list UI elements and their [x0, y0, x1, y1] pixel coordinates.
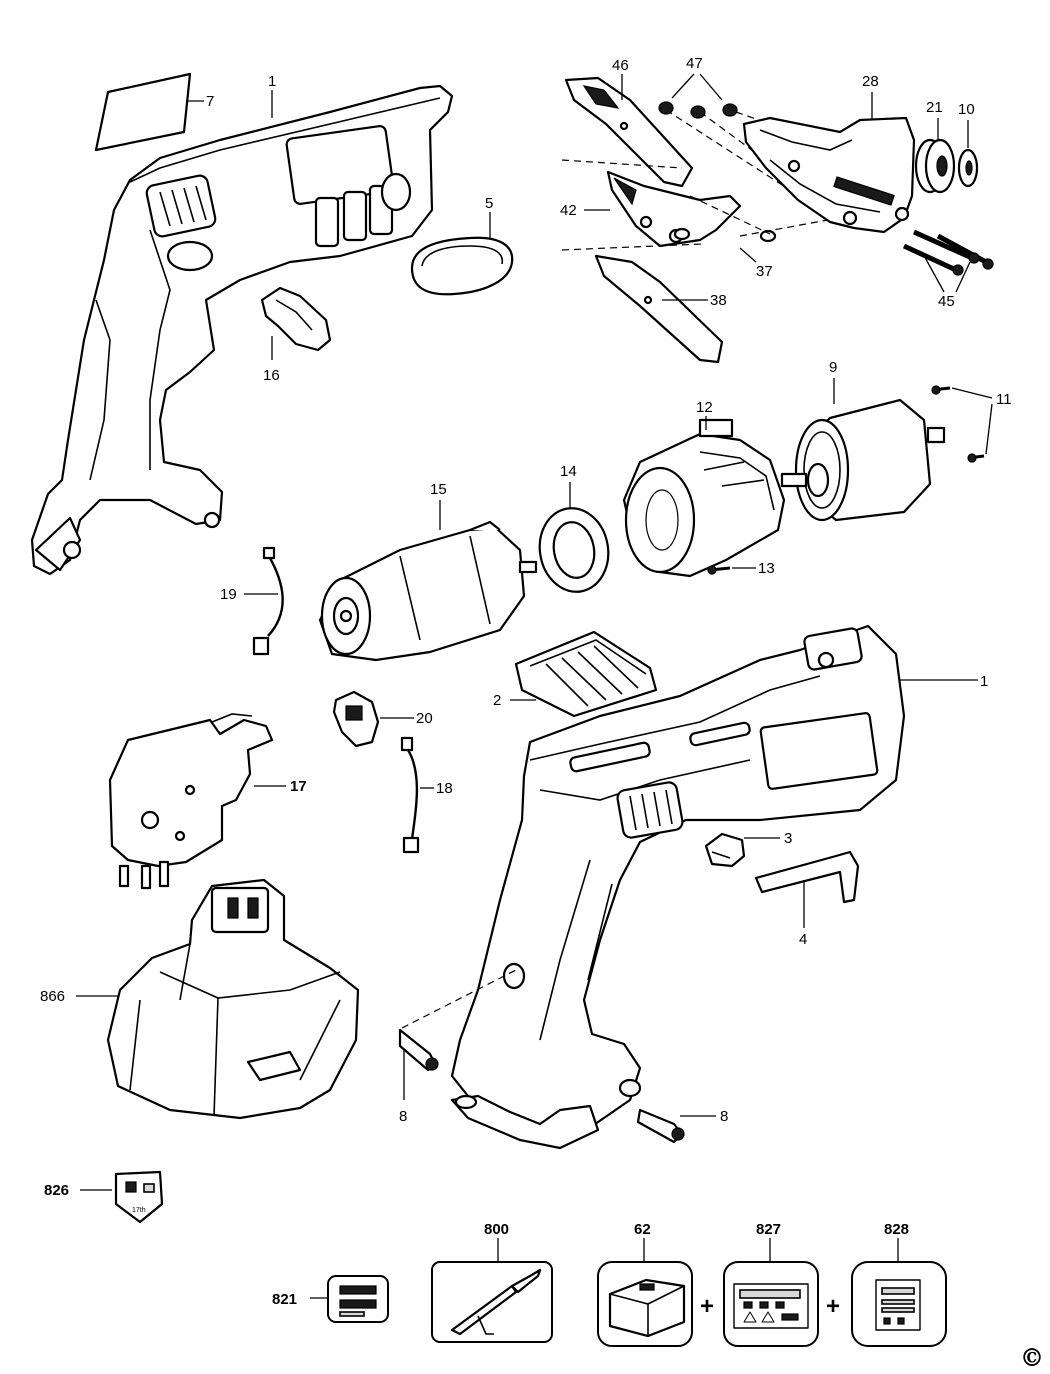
part-1-housing-right: 1: [450, 624, 988, 1150]
callout-10: 10: [958, 101, 975, 118]
part-45-screws: 45: [902, 229, 994, 310]
part-62-charger: 62: [597, 1221, 693, 1347]
part-15-motor: 15: [318, 481, 538, 662]
part-866-battery: 866: [40, 878, 360, 1120]
callout-7: 7: [206, 93, 214, 110]
callout-3: 3: [784, 830, 792, 847]
callout-46: 46: [612, 57, 629, 74]
callout-16: 16: [263, 367, 280, 384]
part-826-badge: 17th 826: [44, 1170, 164, 1224]
callout-8-right: 8: [720, 1108, 728, 1125]
callout-38: 38: [710, 292, 727, 309]
callout-28: 28: [862, 73, 879, 90]
callout-17: 17: [290, 778, 307, 795]
callout-800: 800: [484, 1221, 509, 1238]
part-10-washer: 10: [957, 101, 979, 188]
callout-8-left: 8: [399, 1108, 407, 1125]
callout-42: 42: [560, 202, 577, 219]
part-827-warning-label: 827: [723, 1221, 819, 1347]
callout-12: 12: [696, 399, 713, 416]
callout-1-top: 1: [268, 73, 276, 90]
callout-821: 821: [272, 1291, 297, 1308]
callout-62: 62: [634, 1221, 651, 1238]
part-7-label: 7: [94, 72, 214, 152]
part-21-nut: 21: [914, 99, 956, 194]
callout-18: 18: [436, 780, 453, 797]
part-4-hex-key: 4: [754, 850, 860, 948]
callout-15: 15: [430, 481, 447, 498]
callout-11: 11: [996, 391, 1012, 408]
badge-text: 17th: [132, 1207, 146, 1214]
part-9-gearbox: 9: [780, 359, 946, 522]
callout-4: 4: [799, 931, 807, 948]
part-828-rating-label: 828: [851, 1221, 947, 1347]
callout-45: 45: [938, 293, 955, 310]
callout-828: 828: [884, 1221, 909, 1238]
callout-826: 826: [44, 1182, 69, 1199]
callout-13: 13: [758, 560, 775, 577]
callout-9: 9: [829, 359, 837, 376]
part-19-wire: 19: [220, 546, 284, 656]
callout-37: 37: [756, 263, 773, 280]
callout-827: 827: [756, 1221, 781, 1238]
part-11-screws: 11: [931, 385, 1012, 463]
callout-20: 20: [416, 710, 433, 727]
plus-symbol: +: [700, 1293, 714, 1320]
part-800-tool: 800: [431, 1221, 553, 1343]
copyright-symbol: ©: [1020, 1343, 1044, 1372]
part-5-pad: 5: [410, 195, 514, 296]
part-16-clip: 16: [260, 286, 332, 384]
part-38-bottom-blade: 38: [594, 254, 727, 364]
part-8-screw-left: 8: [398, 969, 517, 1125]
part-20-brush-holder: 20: [332, 690, 433, 748]
part-8-screw-right: 8: [636, 1108, 728, 1144]
part-46-top-blade: 46: [564, 57, 694, 188]
part-13-screw: 13: [707, 560, 775, 577]
part-14-ring: 14: [538, 463, 610, 593]
callout-1-bottom: 1: [980, 673, 988, 690]
callout-19: 19: [220, 586, 237, 603]
callout-866: 866: [40, 988, 65, 1005]
callout-21: 21: [926, 99, 943, 116]
callout-14: 14: [560, 463, 577, 480]
callout-47: 47: [686, 55, 703, 72]
part-42-middle-blade: 42: [560, 170, 742, 248]
part-47-screws: 47: [658, 55, 738, 119]
part-37-pins: 37: [673, 227, 777, 280]
callout-5: 5: [485, 195, 493, 212]
part-1-housing-left: 1: [30, 73, 454, 576]
plus-symbol-2: +: [826, 1293, 840, 1320]
part-821-manual: 821: [272, 1275, 389, 1323]
part-17-switch: 17: [108, 713, 307, 890]
part-12-bracket: 12: [622, 399, 786, 578]
part-28-head: 28: [742, 73, 916, 234]
callout-2: 2: [493, 692, 501, 709]
part-2-cover: 2: [493, 630, 658, 718]
part-18-wire: 18: [400, 736, 453, 854]
part-3-clip: 3: [704, 830, 792, 868]
